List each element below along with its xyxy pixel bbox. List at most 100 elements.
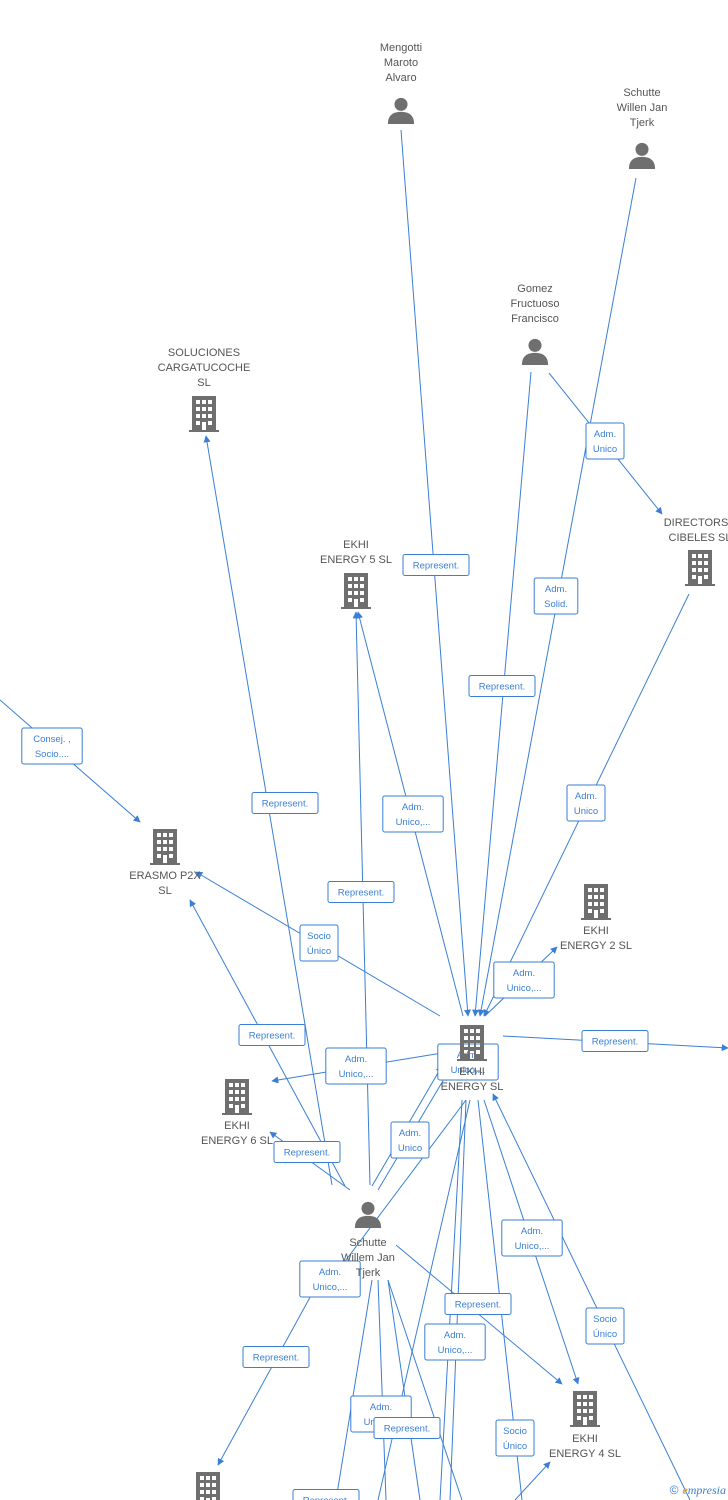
edge-label[interactable]: Represent. (373, 1417, 441, 1439)
edge-label-text: Represent. (253, 1353, 299, 1364)
edge-label[interactable]: Adm.Unico,... (325, 1047, 387, 1085)
edge-label-box (242, 1346, 310, 1368)
edge-label-text: Único (593, 1329, 617, 1340)
edge-label-box (299, 1260, 361, 1298)
edge-label-text: Adm. (319, 1267, 341, 1278)
edge-label[interactable]: Represent. (273, 1141, 341, 1163)
edge-line (387, 1279, 421, 1500)
building-icon (193, 1472, 223, 1500)
edge-label-box (373, 1417, 441, 1439)
node-label-line: ENERGY 4 SL (549, 1448, 621, 1460)
edge-label-text: Socio (593, 1314, 617, 1325)
edge-label-box (238, 1024, 306, 1046)
node-label-line: Willen Jan (617, 102, 668, 114)
copyright-symbol: © (669, 1483, 679, 1497)
node-label-line: EKHI (343, 539, 369, 551)
edge-label[interactable]: Adm.Unico,... (501, 1219, 563, 1257)
company-node[interactable]: DIRECTORSH CIBELES SL (664, 517, 728, 586)
person-icon (521, 338, 549, 365)
edge-line (335, 1279, 373, 1500)
edge-label-text: Adm. (399, 1128, 421, 1139)
edge-label-box (251, 792, 319, 814)
edge-label-box (390, 1121, 430, 1159)
edge-label[interactable]: Represent. (242, 1346, 310, 1368)
edge-label-text: Represent. (284, 1148, 330, 1159)
edge-label-text: Represent. (479, 682, 525, 693)
edge-label[interactable]: Adm.Solid. (533, 577, 579, 615)
edge-label-text: Adm. (444, 1330, 466, 1341)
edge-label[interactable]: Adm.Unico,... (299, 1260, 361, 1298)
edge-label[interactable]: Adm.Unico (566, 784, 606, 822)
edge-label-box (533, 577, 579, 615)
edge-label[interactable]: Represent. (251, 792, 319, 814)
edge-label-box (299, 924, 339, 962)
edge-label-text: Adm. (345, 1054, 367, 1065)
edge-label-text: Único (307, 946, 331, 957)
edge-label-box (585, 422, 625, 460)
edge-label-text: Socio (307, 931, 331, 942)
node-label-line: DIRECTORSH (664, 517, 728, 529)
edge-label-text: Adm. (521, 1226, 543, 1237)
edge-label[interactable]: Adm.Unico,... (493, 961, 555, 999)
edge-label-text: Consej. , (33, 734, 71, 745)
person-icon (387, 97, 415, 124)
edge-line (377, 1279, 387, 1500)
edge-label-text: Socio.... (35, 749, 69, 760)
node-label-line: ENERGY 5 SL (320, 554, 392, 566)
node-label-line: SOLUCIONES (168, 347, 240, 359)
edge-label[interactable]: Represent. (327, 881, 395, 903)
edge-label-box (325, 1047, 387, 1085)
edge-label[interactable]: Represent. (292, 1489, 360, 1500)
edge-label[interactable]: Adm. Unico (390, 1121, 430, 1159)
building-icon (685, 550, 715, 586)
edge-label[interactable]: Represent. (468, 675, 536, 697)
edge-label-text: Adm. (594, 429, 616, 440)
edge-label-text: Solid. (544, 599, 568, 610)
edge-label[interactable]: Represent. (444, 1293, 512, 1315)
company-node[interactable]: EKHI ENERGY 5 SL (320, 539, 392, 609)
node-label-line: EKHI (572, 1433, 598, 1445)
edge-label-text: Unico (398, 1143, 422, 1154)
edge-line (387, 1279, 463, 1500)
node-label-line: ERASMO P2X (129, 870, 201, 882)
edge-label[interactable]: Adm.Unico,... (424, 1323, 486, 1361)
node-label-line: Willem Jan (341, 1252, 395, 1264)
edge-label-text: Unico (574, 806, 598, 817)
node-label-line: Fructuoso (511, 298, 560, 310)
edge-label[interactable]: Adm.Unico,... (382, 795, 444, 833)
edge-label-text: Represent. (413, 561, 459, 572)
edge-label[interactable]: Consej. , Socio.... (21, 727, 83, 765)
edge-label-box (581, 1030, 649, 1052)
edge-label-box (382, 795, 444, 833)
edge-label-text: Adm. (402, 802, 424, 813)
node-label-line: ENERGY 6 SL (201, 1135, 273, 1147)
node-label-line: Tjerk (630, 117, 655, 129)
edge-label-text: Unico,... (451, 1065, 486, 1076)
edge-label[interactable]: Adm.Unico (585, 422, 625, 460)
company-node[interactable] (193, 1472, 223, 1500)
node-label-line: Tjerk (356, 1267, 381, 1279)
company-node[interactable]: EKHI ENERGY 4 SL (549, 1391, 621, 1460)
edge-label[interactable]: Represent. (581, 1030, 649, 1052)
edge-label-box (327, 881, 395, 903)
node-label-line: CIBELES SL (669, 532, 728, 544)
edge-label[interactable]: Represent. (402, 554, 470, 576)
person-icon (354, 1201, 382, 1228)
edge-label[interactable]: Represent. (238, 1024, 306, 1046)
edge-label-text: Represent. (249, 1031, 295, 1042)
edge-line (514, 1461, 551, 1500)
